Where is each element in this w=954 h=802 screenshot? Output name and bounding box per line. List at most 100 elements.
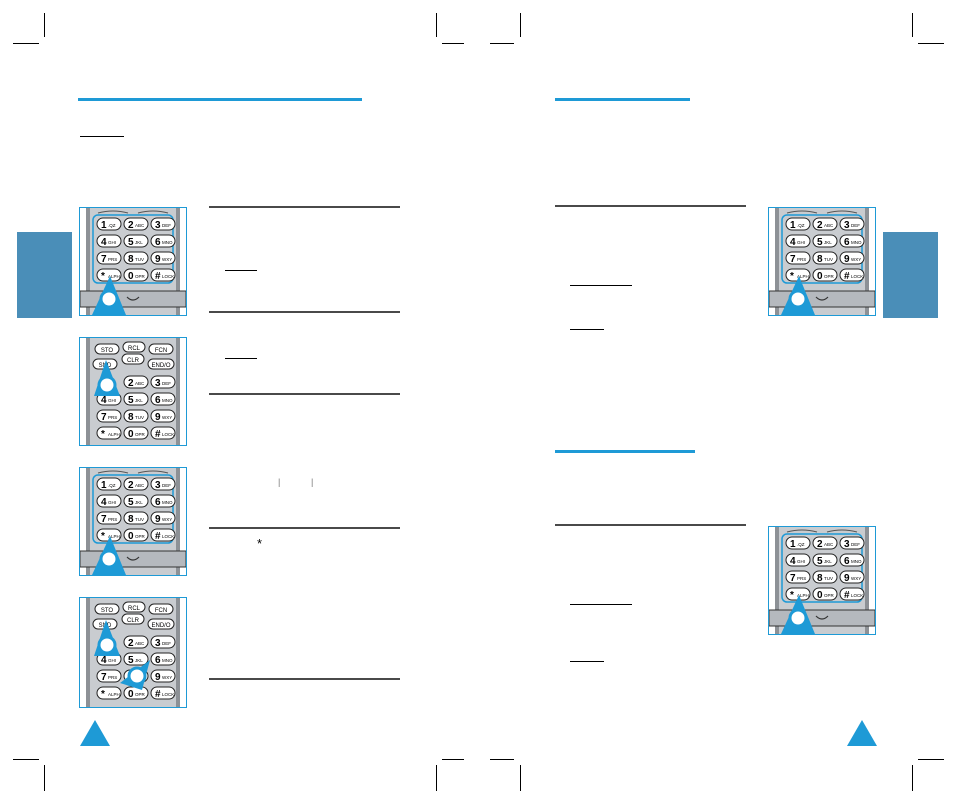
svg-text:*: * xyxy=(101,271,105,282)
soft-key-sto: STO xyxy=(94,343,120,355)
svg-text:#: # xyxy=(155,689,161,700)
svg-text:2: 2 xyxy=(128,378,134,389)
svg-text:WXY: WXY xyxy=(851,257,861,262)
svg-text:ALPH: ALPH xyxy=(108,534,120,539)
svg-text:LOCK: LOCK xyxy=(162,692,174,697)
svg-text:GHI: GHI xyxy=(797,559,805,564)
svg-text:4: 4 xyxy=(101,655,107,666)
svg-text:5: 5 xyxy=(128,395,134,406)
section-rule xyxy=(209,206,400,208)
keypad-illustration: STORCLFCNCLRSNDEND/O2ABC3DEF4GHI5JKL6MNO… xyxy=(79,597,187,708)
soft-key-rcl: RCL xyxy=(122,601,146,613)
svg-text:ALPH: ALPH xyxy=(797,593,809,598)
key-#: #LOCK xyxy=(150,686,176,700)
svg-text:FCN: FCN xyxy=(155,608,167,614)
svg-text:4: 4 xyxy=(101,395,107,406)
section-rule xyxy=(209,393,400,395)
svg-text:DEF: DEF xyxy=(162,381,171,386)
crop-mark xyxy=(13,759,39,760)
svg-text:3: 3 xyxy=(844,220,850,231)
underline xyxy=(225,270,257,271)
svg-text:ABC: ABC xyxy=(824,542,834,547)
svg-text:*: * xyxy=(790,271,794,282)
svg-text:8: 8 xyxy=(817,254,823,265)
svg-text:WXY: WXY xyxy=(162,257,172,262)
svg-text:0: 0 xyxy=(128,429,134,440)
svg-text:6: 6 xyxy=(155,655,161,666)
hinge xyxy=(769,290,875,308)
svg-text:9: 9 xyxy=(844,573,850,584)
svg-text:3: 3 xyxy=(155,378,161,389)
svg-text:PRS: PRS xyxy=(108,257,117,262)
svg-text:STO: STO xyxy=(101,608,114,614)
svg-text:*: * xyxy=(101,429,105,440)
key-#: #LOCK xyxy=(839,587,865,601)
crop-mark xyxy=(918,43,944,44)
side-tab xyxy=(883,232,938,318)
svg-text:OPR: OPR xyxy=(135,534,146,539)
soft-key-end: END/O xyxy=(147,358,175,370)
svg-text:1: 1 xyxy=(101,220,107,231)
svg-text:0: 0 xyxy=(128,531,134,542)
underline xyxy=(570,329,604,330)
svg-text:STO: STO xyxy=(101,348,114,354)
key-1: 1.QZ xyxy=(785,217,811,231)
svg-text:LOCK: LOCK xyxy=(851,274,863,279)
key-#: #LOCK xyxy=(150,426,176,440)
svg-text:.QZ: .QZ xyxy=(797,223,805,228)
svg-text:#: # xyxy=(844,590,850,601)
heading-rule xyxy=(78,98,362,101)
crop-mark xyxy=(918,759,944,760)
svg-text:4: 4 xyxy=(101,237,107,248)
text-fragment: | xyxy=(311,477,314,487)
soft-key-end: END/O xyxy=(147,618,175,630)
svg-text:#: # xyxy=(155,271,161,282)
press-indicator xyxy=(788,608,808,628)
underline xyxy=(570,285,632,286)
soft-key-sto: STO xyxy=(94,603,120,615)
svg-text:END/O: END/O xyxy=(151,363,170,369)
heading-rule xyxy=(555,450,695,453)
keypad-illustration: STORCLFCNCLRSNDEND/O2ABC3DEF4GHI5JKL6MNO… xyxy=(79,337,187,446)
press-indicator xyxy=(99,549,119,569)
svg-text:ALPH: ALPH xyxy=(108,692,120,697)
hinge xyxy=(80,290,186,308)
svg-text:8: 8 xyxy=(128,412,134,423)
svg-text:MNO: MNO xyxy=(162,398,173,403)
svg-text:PRS: PRS xyxy=(108,415,117,420)
svg-text:LOCK: LOCK xyxy=(162,432,174,437)
side-tab xyxy=(17,232,72,318)
hinge xyxy=(769,609,875,627)
svg-text:7: 7 xyxy=(101,412,107,423)
section-rule xyxy=(555,205,746,207)
svg-text:OPR: OPR xyxy=(135,692,146,697)
svg-text:5: 5 xyxy=(128,655,134,666)
